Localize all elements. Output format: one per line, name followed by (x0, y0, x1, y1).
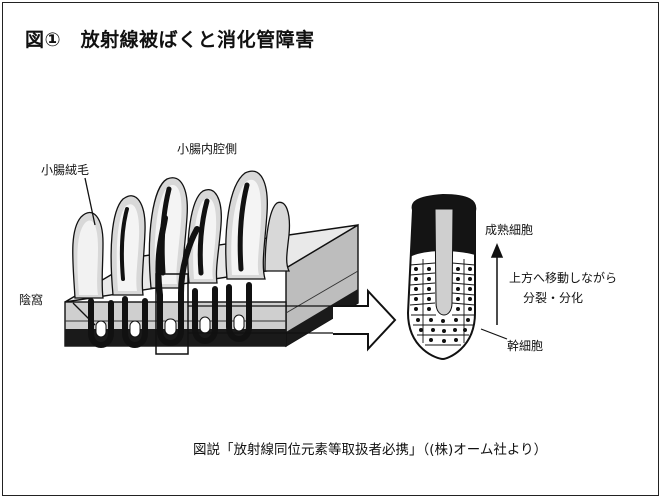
figure-caption: 図説「放射線同位元素等取扱者必携」（(株)オーム社より） (193, 442, 548, 458)
crypt-lumens (95, 314, 245, 338)
crypt-highlight-box (155, 273, 189, 355)
label-migration-2: 分裂・分化 (523, 291, 584, 305)
label-villi: 小腸絨毛 (41, 163, 90, 177)
label-lumen-side: 小腸内腔側 (177, 142, 238, 156)
villi-pointer-line (84, 177, 96, 226)
crypt-pointer-line (72, 302, 96, 326)
label-migration-1: 上方へ移動しながら (509, 271, 618, 285)
migration-arrow (490, 243, 504, 325)
label-mature-cells: 成熟細胞 (485, 223, 534, 237)
figure-frame: 図① 放射線被ばくと消化管障害 (2, 2, 659, 496)
magnified-crypt (406, 193, 477, 361)
label-stem-cells: 幹細胞 (507, 339, 544, 353)
label-crypt: 陰窩 (19, 293, 44, 307)
figure-title: 図① 放射線被ばくと消化管障害 (25, 29, 315, 51)
magnify-arrow (188, 288, 397, 352)
stem-pointer-line (480, 328, 508, 340)
crypt-tubes (88, 182, 252, 348)
intestine-illustration (64, 170, 508, 361)
